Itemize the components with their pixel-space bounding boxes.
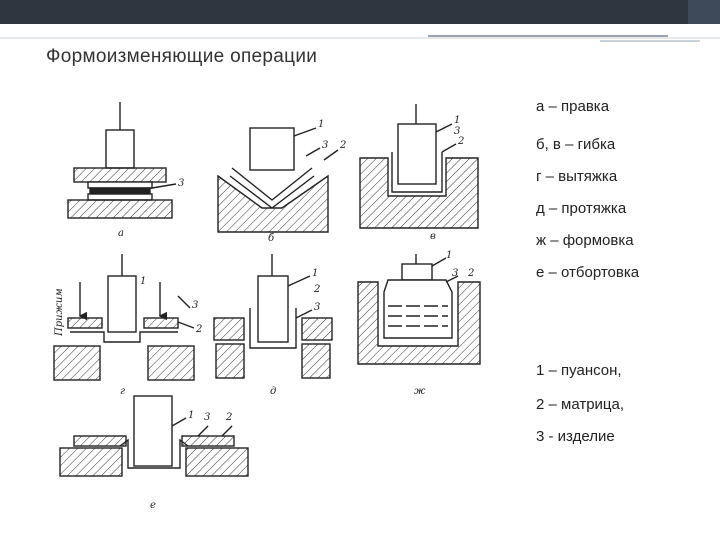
part-number-3: 3 [322, 140, 328, 151]
legend-operation-a: а – правка [536, 98, 610, 115]
part-number-3: 3 [178, 178, 184, 189]
title-divider [0, 35, 720, 42]
legend-operation-d: д – протяжка [536, 200, 627, 217]
part-number-2: 2 [339, 140, 346, 151]
legend-operation-e: е – отбортовка [536, 264, 640, 281]
legend-operation-b-v: б, в – гибка [536, 136, 616, 153]
panel-letter-e: е [150, 500, 156, 511]
part-number-3: 3 [314, 302, 320, 313]
part-number-1: 1 [312, 268, 318, 279]
part-number-2: 2 [195, 324, 202, 335]
part-number-3: 3 [204, 412, 210, 423]
panel-v [359, 104, 479, 229]
panel-b [217, 127, 339, 233]
slide-top-bar [0, 0, 720, 24]
part-number-3: 3 [192, 300, 198, 311]
legend-operation-g: г – вытяжка [536, 168, 618, 185]
slide-top-bar-accent [688, 0, 720, 24]
panel-letter-v: в [430, 231, 436, 242]
legend-part-die: 2 – матрица, [536, 396, 625, 413]
panel-letter-d: д [270, 386, 276, 397]
panel-letter-b: б [268, 233, 275, 244]
part-number-2: 2 [313, 284, 320, 295]
part-number-2: 2 [467, 268, 474, 279]
legend-part-punch: 1 – пуансон, [536, 362, 622, 379]
panel-zh [357, 254, 481, 365]
part-number-1: 1 [454, 115, 460, 126]
panel-e [59, 395, 249, 477]
part-number-1: 1 [188, 410, 194, 421]
part-number-1: 1 [318, 119, 324, 130]
forming-operations-diagram: а б в г д ж е 1 2 3 1 2 3 3 1 3 2 1 2 3 … [53, 102, 481, 511]
panel-letter-g: г [120, 386, 125, 397]
panel-d [213, 254, 333, 379]
part-number-2: 2 [225, 412, 232, 423]
slide-title: Формоизменяющие операции [46, 46, 318, 67]
panel-letter-zh: ж [414, 386, 426, 397]
panel-a [67, 102, 177, 219]
clamp-label: Прижим [54, 288, 65, 337]
part-number-2: 2 [457, 136, 464, 147]
part-number-1: 1 [140, 276, 146, 287]
legend-part-workpiece: 3 - изделие [536, 428, 615, 445]
part-number-1: 1 [446, 250, 452, 261]
part-number-3: 3 [454, 126, 460, 137]
panel-letter-a: а [118, 228, 124, 239]
part-number-3: 3 [452, 268, 458, 279]
panel-g [53, 254, 195, 381]
legend-operation-zh: ж – формовка [536, 232, 634, 249]
